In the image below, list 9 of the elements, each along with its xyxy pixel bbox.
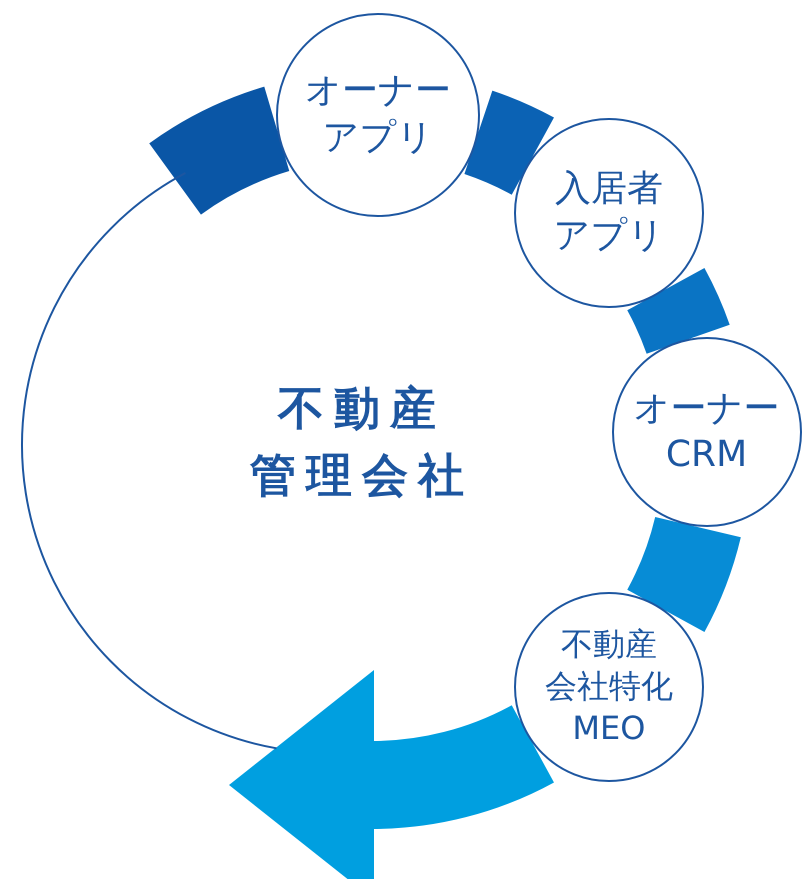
service-label: オーナーCRM bbox=[634, 386, 780, 478]
cycle-band bbox=[626, 268, 730, 355]
service-label: 不動産会社特化MEO bbox=[544, 624, 673, 749]
cycle-band bbox=[463, 90, 554, 196]
cycle-band bbox=[626, 515, 740, 631]
service-label: 入居者アプリ bbox=[553, 167, 664, 258]
cycle-band bbox=[150, 87, 291, 216]
company-label: 不動産管理会社 bbox=[248, 380, 475, 504]
service-label: オーナーアプリ bbox=[304, 69, 451, 160]
